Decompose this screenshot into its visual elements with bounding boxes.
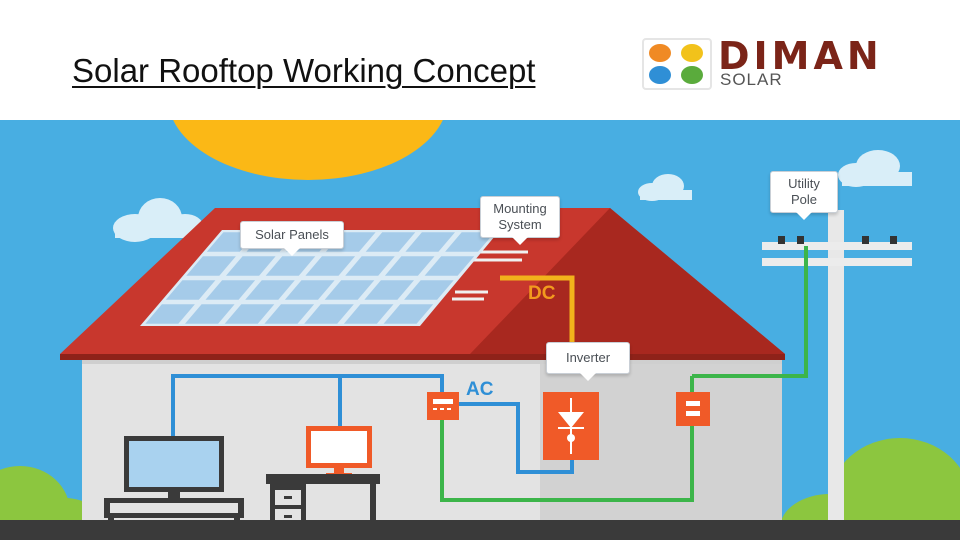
ac-wiring: [171, 374, 574, 474]
ac-breaker-box-icon: [427, 392, 459, 420]
dc-label: DC: [528, 283, 556, 304]
bolt-icon: [681, 44, 703, 62]
solar-panel-cell: [145, 304, 195, 324]
mounting-rails: [452, 250, 528, 301]
cloud-mid-icon: [638, 174, 692, 201]
mounting-system-label-line1: Mounting: [493, 201, 547, 216]
diman-solar-logo: DIMAN SOLAR: [640, 34, 930, 92]
solar-panel-cell: [324, 280, 375, 300]
solar-panel-cell: [245, 280, 295, 300]
solar-panel-cell: [405, 232, 455, 252]
solar-panel-cell: [345, 256, 395, 276]
slide-title: Solar Rooftop Working Concept: [72, 52, 536, 89]
utility-pole-callout: Utility Pole: [770, 171, 838, 220]
solar-panel-cell: [384, 256, 435, 276]
solar-panel-cell: [364, 280, 414, 300]
solar-panel-cell: [205, 280, 256, 300]
solar-panel-cell: [265, 256, 316, 276]
solar-panel-cell: [424, 256, 475, 276]
grid-meter-box-icon: [676, 392, 710, 426]
solar-panel-cell: [284, 280, 335, 300]
inverter-callout: Inverter: [546, 342, 630, 381]
ac-label: AC: [466, 379, 494, 400]
solar-panel-cell: [224, 304, 275, 324]
solar-panel-cell: [383, 304, 434, 324]
utility-pole: [762, 210, 912, 530]
utility-pole-label-line2: Pole: [790, 192, 818, 207]
solar-panel-cell: [404, 280, 454, 300]
solar-panel-cell: [185, 304, 235, 324]
computer-monitor-icon: [306, 426, 372, 477]
television-icon: [104, 436, 244, 532]
solar-panels-callout: Solar Panels: [240, 221, 344, 256]
solar-panel-cell: [305, 256, 356, 276]
inverter-label: Inverter: [565, 350, 611, 365]
dc-wire: [500, 275, 575, 352]
logo-sub-text: SOLAR: [720, 70, 783, 89]
ground: [0, 520, 960, 540]
roof-edge: [60, 354, 785, 360]
mounting-system-callout: Mounting System: [480, 196, 560, 245]
inverter-icon: [543, 392, 599, 460]
solar-panel-cell: [165, 280, 216, 300]
sun-icon: [649, 44, 671, 62]
solar-panels-label: Solar Panels: [255, 227, 329, 242]
logo-icon-grid: [642, 38, 712, 90]
house-side-wall: [540, 354, 782, 520]
slide-header: Solar Rooftop Working Concept DIMAN SOLA…: [0, 0, 960, 120]
solar-panel-cell: [186, 256, 236, 276]
logo-brand-text: DIMAN: [718, 34, 883, 78]
grid-wiring: [440, 246, 808, 502]
roof-gable: [470, 208, 785, 354]
water-drop-icon: [649, 66, 671, 84]
solar-panel-cell: [343, 304, 394, 324]
utility-pole-label-line1: Utility: [788, 176, 820, 191]
solar-panel-cell: [365, 232, 416, 252]
solar-diagram: Solar Panels Mounting System Utility Pol…: [0, 16, 960, 540]
leaf-icon: [681, 66, 703, 84]
solar-panel-cell: [304, 304, 354, 324]
solar-panel-cell: [226, 256, 276, 276]
solar-panel-cell: [264, 304, 315, 324]
cloud-right-icon: [838, 150, 912, 187]
mounting-system-label-line2: System: [498, 217, 542, 232]
